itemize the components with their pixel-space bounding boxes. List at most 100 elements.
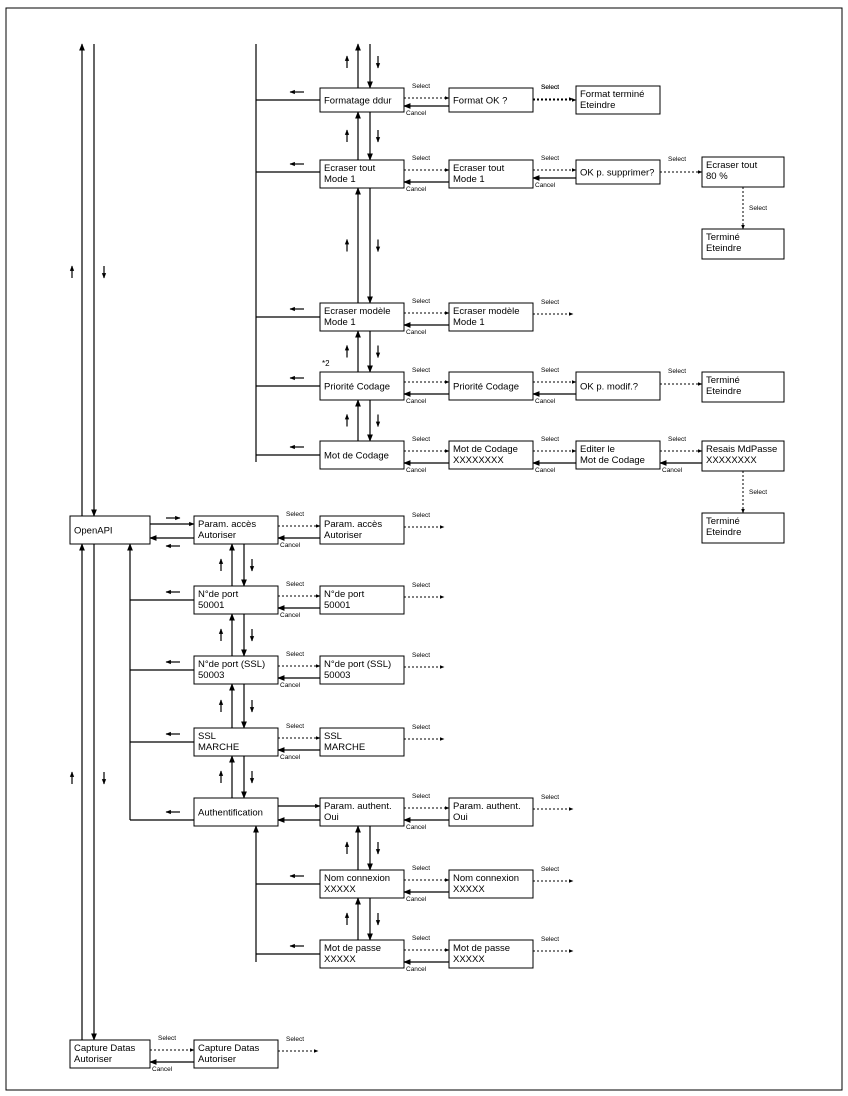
box-frame bbox=[448, 159, 534, 189]
box-line-1: Priorité Codage bbox=[453, 382, 519, 393]
box-line-2: Eteindre bbox=[706, 527, 741, 538]
select-label: Select bbox=[668, 436, 686, 443]
cancel-label: Cancel bbox=[406, 966, 427, 973]
box-line-1: Param. authent. bbox=[453, 801, 521, 812]
box-frame bbox=[319, 869, 405, 899]
select-label: Select bbox=[668, 368, 686, 375]
select-label: Select bbox=[286, 1036, 304, 1043]
box-line-2: Eteindre bbox=[706, 386, 741, 397]
menu-box-format: Formatage ddur bbox=[319, 87, 405, 113]
box-line-1: Capture Datas bbox=[74, 1043, 136, 1054]
box-frame bbox=[448, 939, 534, 969]
box-frame bbox=[319, 440, 405, 470]
box-frame bbox=[575, 440, 661, 470]
box-line-2: MARCHE bbox=[198, 742, 239, 753]
box-line-1: OK p. supprimer? bbox=[580, 168, 654, 179]
select-label: Select bbox=[541, 84, 559, 91]
select-label: Select bbox=[668, 156, 686, 163]
cancel-label: Cancel bbox=[406, 467, 427, 474]
box-line-2: Autoriser bbox=[198, 530, 236, 541]
cancel-label: Cancel bbox=[406, 110, 427, 117]
box-frame bbox=[319, 159, 405, 189]
box-frame bbox=[701, 228, 785, 260]
box-line-1: Param. authent. bbox=[324, 801, 392, 812]
box-line-1: SSL bbox=[324, 731, 342, 742]
box-line-1: Ecraser modèle bbox=[453, 306, 520, 317]
box-line-1: Ecraser modèle bbox=[324, 306, 391, 317]
box-line-2: 80 % bbox=[706, 171, 728, 182]
box-frame bbox=[69, 515, 151, 545]
box-line-1: Nom connexion bbox=[324, 873, 390, 884]
box-frame bbox=[319, 371, 405, 401]
cancel-label: Cancel bbox=[280, 682, 301, 689]
page-frame bbox=[5, 7, 843, 1091]
box-line-1: Capture Datas bbox=[198, 1043, 260, 1054]
box-line-1: OpenAPI bbox=[74, 526, 113, 537]
box-line-2: Mot de Codage bbox=[580, 455, 645, 466]
box-line-1: N°de port (SSL) bbox=[324, 659, 391, 670]
box-line-1: Format terminé bbox=[580, 89, 644, 100]
box-frame bbox=[319, 797, 405, 827]
select-label: Select bbox=[412, 865, 430, 872]
box-line-1: Param. accès bbox=[324, 519, 382, 530]
cancel-label: Cancel bbox=[406, 824, 427, 831]
box-frame bbox=[575, 85, 661, 115]
select-label: Select bbox=[412, 724, 430, 731]
box-line-2: 50003 bbox=[198, 670, 224, 681]
box-line-1: Formatage ddur bbox=[324, 96, 392, 107]
box-frame bbox=[448, 440, 534, 470]
box-frame bbox=[448, 87, 534, 113]
cancel-label: Cancel bbox=[535, 182, 556, 189]
box-frame bbox=[448, 869, 534, 899]
box-line-2: Mode 1 bbox=[324, 174, 356, 185]
menu-box-code-word: Mot de Codage bbox=[319, 440, 405, 470]
select-label: Select bbox=[158, 1035, 176, 1042]
box-line-2: Mode 1 bbox=[453, 317, 485, 328]
box-frame bbox=[701, 371, 785, 403]
cancel-label: Cancel bbox=[535, 398, 556, 405]
cancel-label: Cancel bbox=[406, 186, 427, 193]
cancel-label: Cancel bbox=[280, 754, 301, 761]
box-line-2: Autoriser bbox=[74, 1054, 112, 1065]
cancel-label: Cancel bbox=[406, 329, 427, 336]
box-frame bbox=[193, 655, 279, 685]
box-line-1: Param. accès bbox=[198, 519, 256, 530]
box-frame bbox=[193, 727, 279, 757]
note-2: *2 bbox=[322, 359, 330, 368]
box-line-1: Terminé bbox=[706, 375, 740, 386]
connector-lines bbox=[69, 43, 745, 1065]
select-label: Select bbox=[412, 83, 430, 90]
box-frame bbox=[193, 1039, 279, 1069]
box-line-1: SSL bbox=[198, 731, 216, 742]
menu-box-prio-2: Priorité Codage bbox=[448, 371, 534, 401]
select-label: Select bbox=[286, 651, 304, 658]
select-label: Select bbox=[541, 367, 559, 374]
box-line-1: Terminé bbox=[706, 516, 740, 527]
menu-box-port-ssl: N°de port (SSL)50003 bbox=[193, 655, 279, 685]
menu-box-port-ssl-2: N°de port (SSL)50003 bbox=[319, 655, 405, 685]
box-frame bbox=[448, 302, 534, 332]
cancel-label: Cancel bbox=[280, 542, 301, 549]
box-line-1: Mot de Codage bbox=[453, 444, 518, 455]
box-line-2: 50001 bbox=[324, 600, 350, 611]
box-frame bbox=[193, 585, 279, 615]
box-line-2: XXXXX bbox=[453, 884, 485, 895]
box-line-1: Terminé bbox=[706, 232, 740, 243]
box-line-1: Resais MdPasse bbox=[706, 444, 777, 455]
box-frame bbox=[701, 156, 785, 188]
box-line-1: N°de port bbox=[198, 589, 239, 600]
box-line-1: N°de port (SSL) bbox=[198, 659, 265, 670]
select-label: Select bbox=[412, 367, 430, 374]
select-label: Select bbox=[541, 299, 559, 306]
menu-box-ok-delete: OK p. supprimer? bbox=[575, 159, 661, 185]
